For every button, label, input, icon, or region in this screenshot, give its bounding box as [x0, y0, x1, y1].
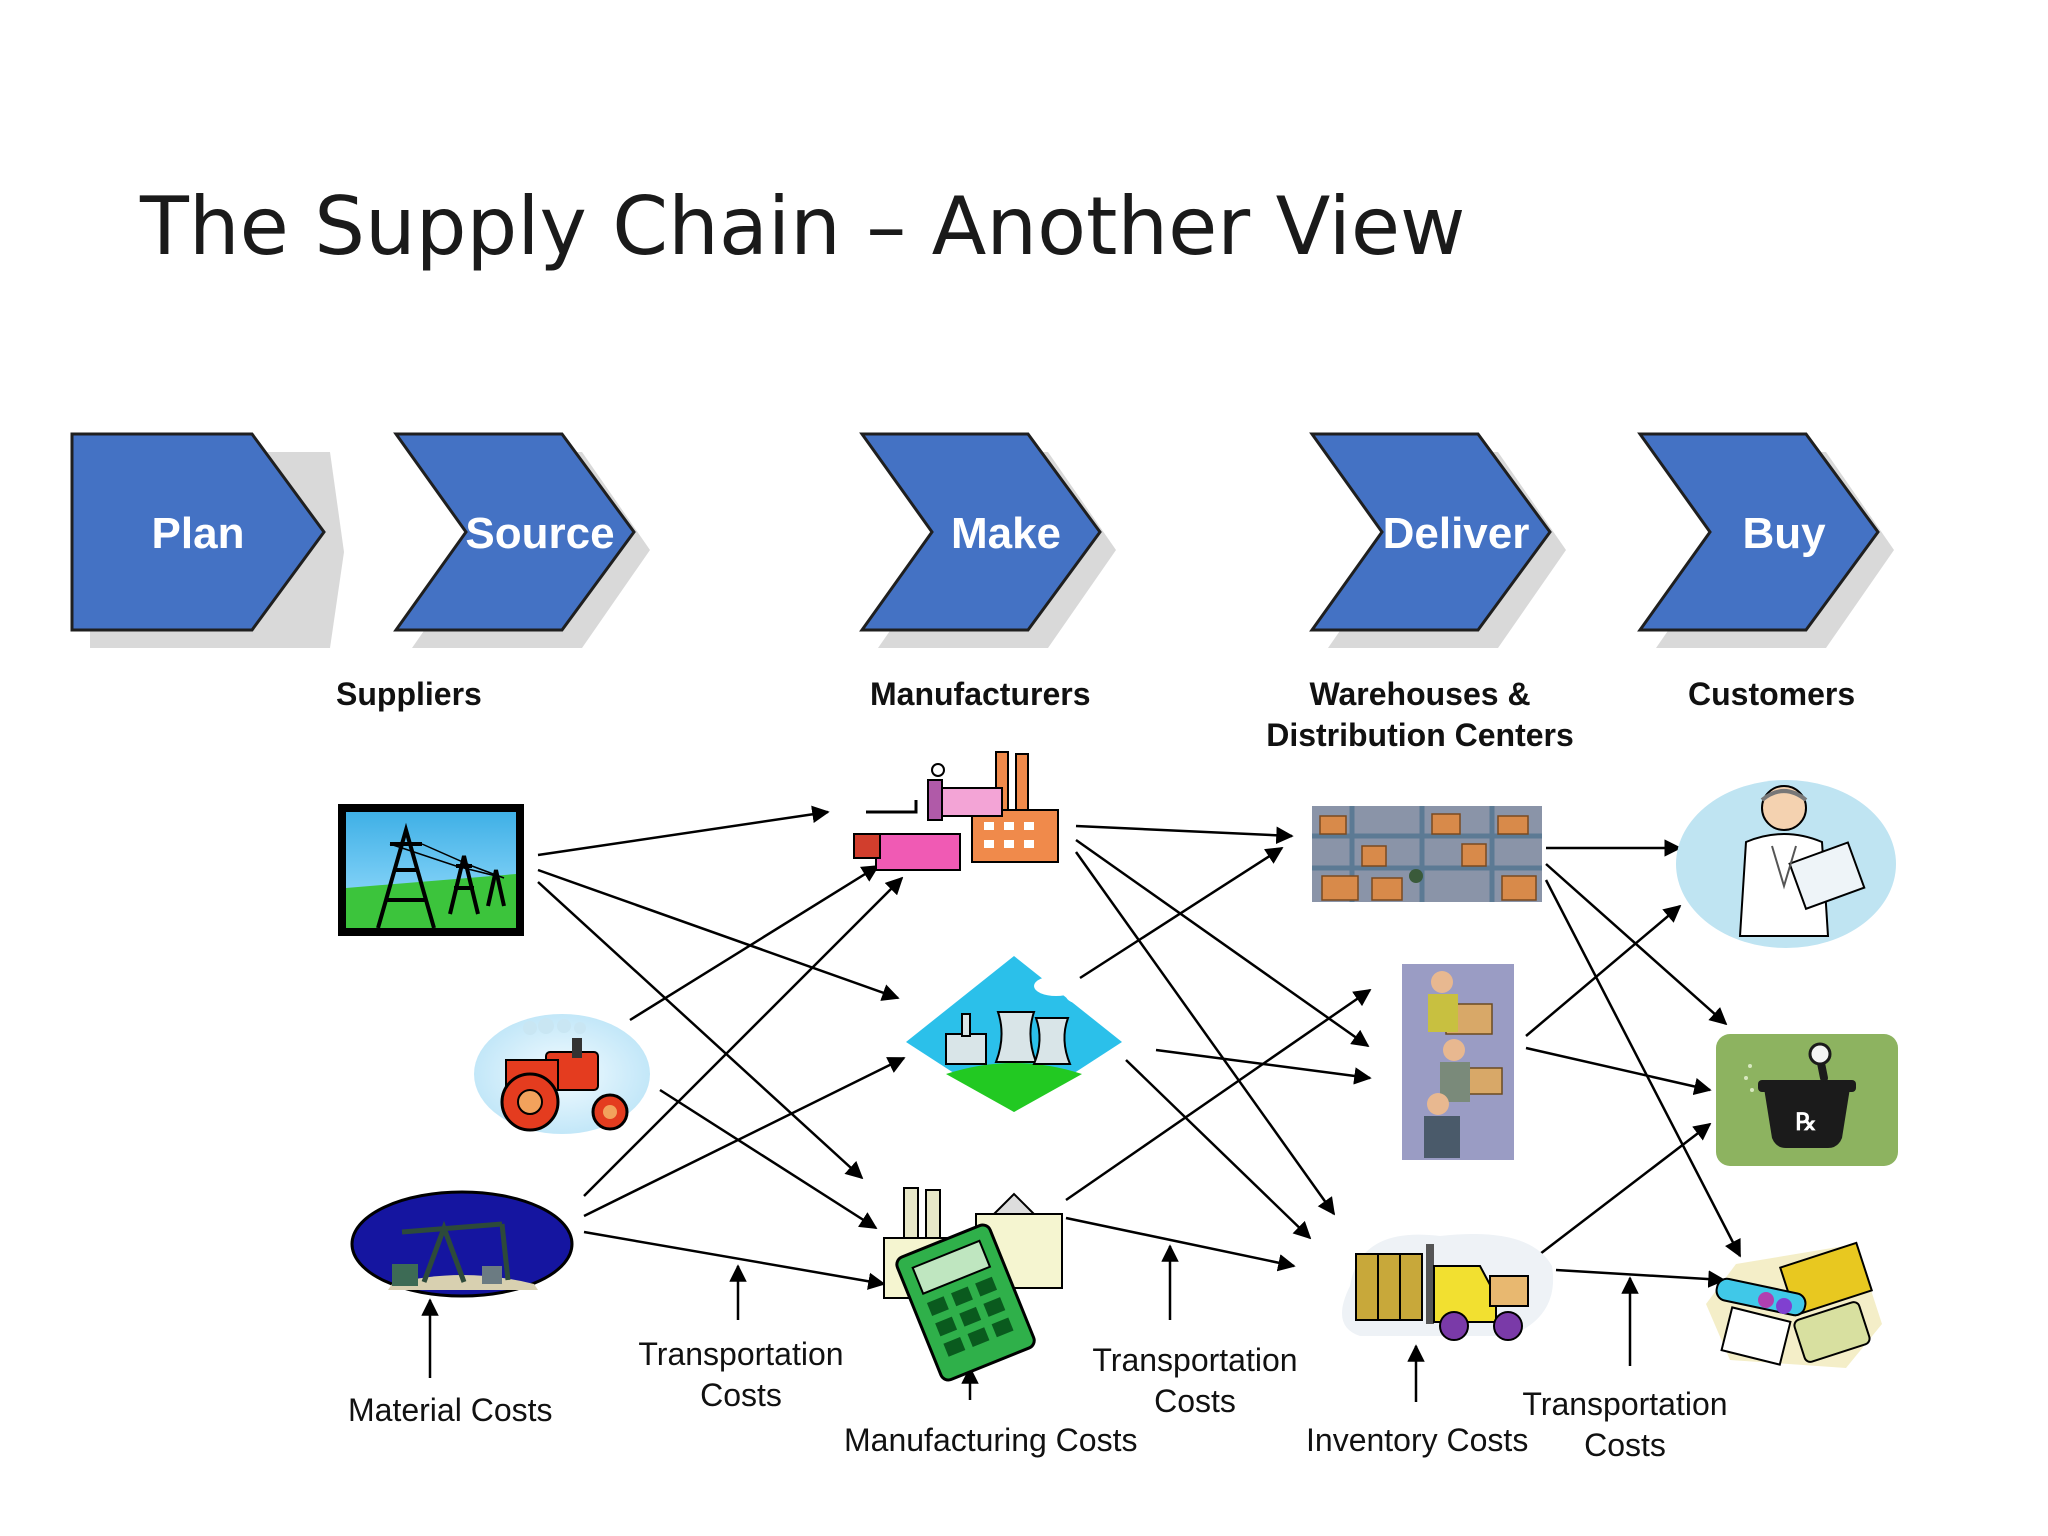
manufacturing-costs-label: Manufacturing Costs	[844, 1422, 1138, 1458]
slide-title: The Supply Chain – Another View	[140, 180, 1466, 273]
transport-costs-2-line1: Transportation	[1092, 1342, 1298, 1378]
transport-costs-3-line2: Costs	[1584, 1427, 1666, 1463]
factory-icon	[853, 751, 1059, 871]
arrow-supplier1-calcfactory	[537, 881, 864, 1180]
arrow-factory-forklift	[1074, 851, 1336, 1216]
arrow-warehouse-medicine	[1544, 879, 1742, 1258]
rx-symbol: ℞	[1795, 1109, 1817, 1136]
stage-deliver[interactable]: Deliver	[1309, 432, 1566, 648]
power-plant-icon	[906, 956, 1122, 1112]
calculator-factory-icon	[883, 1187, 1063, 1382]
arrow-tractor-factory	[629, 864, 880, 1022]
arrow-oil-factory	[583, 876, 904, 1197]
column-warehouses-line2: Distribution Centers	[1266, 717, 1574, 753]
flow-arrows	[421, 805, 1742, 1402]
arrow-powerplant-warehouse	[1079, 846, 1284, 980]
workers-boxes-icon	[1402, 964, 1514, 1160]
power-lines-icon	[338, 804, 524, 936]
stage-plan[interactable]: Plan	[70, 432, 344, 648]
arrow-factory-workers	[1075, 838, 1370, 1048]
transport-costs-2-line2: Costs	[1154, 1383, 1236, 1419]
arrow-tractor-calcfactory	[659, 1088, 878, 1230]
arrow-factory-warehouse	[1075, 824, 1294, 845]
transport-costs-1-line2: Costs	[700, 1377, 782, 1413]
column-manufacturers-label: Manufacturers	[870, 676, 1091, 712]
arrow-supplier1-factory	[537, 805, 830, 857]
stage-deliver-label: Deliver	[1383, 509, 1530, 558]
stage-chevrons: Plan Source Make Deliver	[70, 432, 1894, 648]
arrow-powerplant-forklift	[1125, 1059, 1312, 1240]
column-warehouses-label: Warehouses & Distribution Centers	[1250, 674, 1590, 756]
inventory-costs-label: Inventory Costs	[1306, 1422, 1529, 1458]
pharmacy-mortar-icon: ℞	[1716, 1034, 1898, 1166]
transport-costs-2-label: Transportation Costs	[1080, 1340, 1310, 1422]
stage-make[interactable]: Make	[859, 432, 1116, 648]
arrow-oil-powerplant	[583, 1056, 906, 1218]
arrow-supplier1-powerplant	[537, 868, 900, 1001]
oil-pump-icon	[350, 1190, 574, 1298]
column-warehouses-line1: Warehouses &	[1309, 676, 1531, 712]
transport-costs-3-line1: Transportation	[1522, 1386, 1728, 1422]
arrow-calcfactory-forklift	[1065, 1216, 1296, 1272]
transport-costs-1-line1: Transportation	[638, 1336, 844, 1372]
stage-source-label: Source	[465, 509, 614, 558]
warehouse-shelves-icon	[1312, 806, 1542, 902]
arrow-calcfactory-workers	[1065, 988, 1372, 1202]
arrow-oil-calcfactory	[583, 1230, 886, 1290]
transport-costs-1-label: Transportation Costs	[626, 1334, 856, 1416]
transport-costs-3-label: Transportation Costs	[1510, 1384, 1740, 1466]
tractor-icon	[474, 1014, 650, 1134]
column-customers-label: Customers	[1688, 676, 1856, 712]
stage-buy[interactable]: Buy	[1637, 432, 1894, 648]
arrow-forklift-pharmacy	[1539, 1122, 1712, 1255]
doctor-icon	[1676, 780, 1896, 948]
arrow-workers-doctor	[1525, 904, 1682, 1037]
arrow-workers-pharmacy	[1525, 1046, 1712, 1096]
forklift-icon	[1342, 1234, 1554, 1341]
medicine-icon	[1706, 1241, 1882, 1368]
stage-buy-label: Buy	[1742, 509, 1826, 558]
stage-source[interactable]: Source	[393, 432, 650, 648]
stage-plan-label: Plan	[152, 509, 245, 558]
arrow-forklift-medicine	[1555, 1268, 1726, 1288]
column-suppliers-label: Suppliers	[336, 676, 482, 712]
material-costs-label: Material Costs	[348, 1392, 553, 1428]
stage-make-label: Make	[951, 509, 1061, 558]
